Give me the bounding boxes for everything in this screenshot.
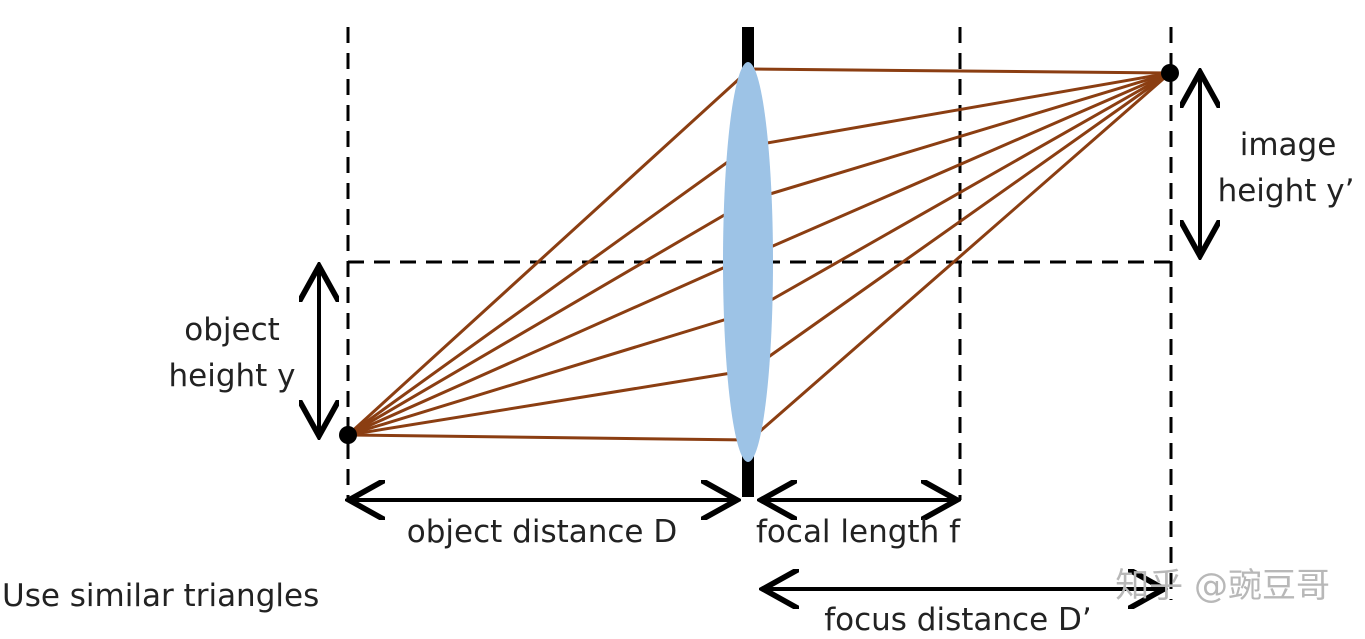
refracted-ray: [749, 67, 1171, 75]
object-distance-label: object distance D: [407, 514, 677, 550]
incident-ray: [347, 254, 751, 437]
object-point: [339, 426, 357, 444]
refracted-ray: [749, 71, 1171, 442]
incident-ray: [347, 310, 751, 437]
incident-ray: [347, 144, 751, 437]
incident-ray: [346, 67, 752, 437]
object-height-label-line2: height y: [168, 358, 295, 394]
refracted-ray: [749, 71, 1171, 372]
rays-group: [346, 67, 1171, 442]
lens: [723, 62, 773, 462]
image-height-label-line2: height y’: [1218, 173, 1355, 209]
refracted-ray: [749, 71, 1171, 314]
caption: Use similar triangles: [2, 578, 319, 614]
incident-ray: [347, 368, 751, 437]
watermark: 知乎 @豌豆哥: [1115, 566, 1330, 606]
focal-length-label: focal length f: [756, 514, 961, 550]
refracted-ray: [749, 71, 1171, 202]
image-point: [1161, 64, 1179, 82]
focus-distance-label: focus distance D’: [824, 602, 1092, 638]
dashed-guides: [346, 27, 1173, 600]
image-height-label-line1: image: [1240, 127, 1337, 163]
refracted-ray: [749, 71, 1171, 258]
object-height-label-line1: object: [184, 312, 280, 348]
incident-ray: [347, 198, 751, 437]
incident-ray: [347, 433, 751, 442]
refracted-ray: [749, 71, 1171, 148]
